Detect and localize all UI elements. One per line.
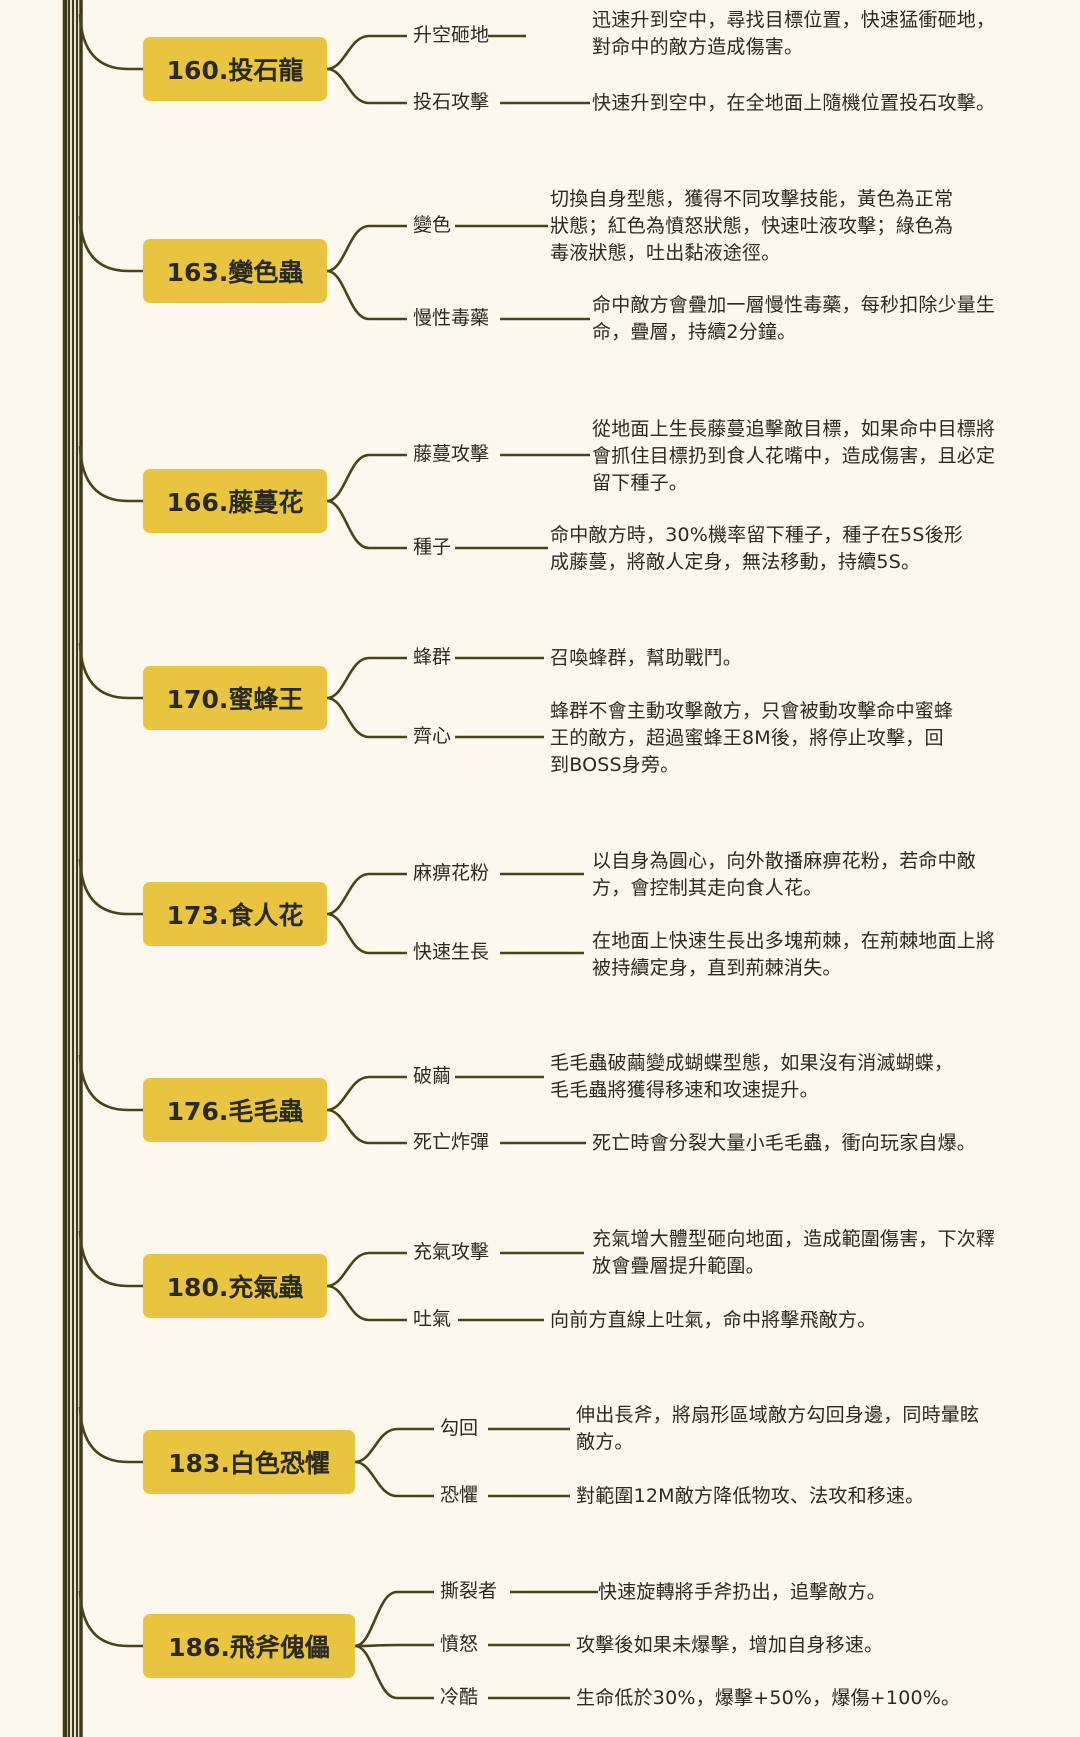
node-to-skill-connector <box>354 1590 434 1648</box>
skill-description: 命中敵方時，30%機率留下種子，種子在5S後形 成藤蔓，將敵人定身，無法移動，持… <box>550 524 963 573</box>
boss-node: 183.白色恐懼 <box>143 1430 355 1494</box>
skill-description: 死亡時會分裂大量小毛毛蟲，衝向玩家自爆。 <box>592 1132 977 1154</box>
skill-label: 慢性毒藥 <box>413 307 490 329</box>
node-to-skill-connector <box>354 1427 434 1464</box>
node-to-skill-connector <box>326 912 407 955</box>
trunk-to-node-connector <box>78 1230 143 1288</box>
node-to-skill-connector <box>326 1284 407 1322</box>
trunk-to-node-connector <box>78 642 143 700</box>
node-to-skill-connector <box>326 34 407 71</box>
node-to-skill-connector <box>326 1108 407 1145</box>
skill-label: 升空砸地 <box>413 24 490 46</box>
node-to-skill-connector <box>354 1644 434 1700</box>
skill-description: 快速升到空中，在全地面上隨機位置投石攻擊。 <box>592 92 996 114</box>
skill-description: 從地面上生長藤蔓追擊敵目標，如果命中目標將 會抓住目標扔到食人花嘴中，造成傷害，… <box>592 418 996 494</box>
boss-node: 180.充氣蟲 <box>143 1254 327 1318</box>
skill-label: 憤怒 <box>440 1633 479 1655</box>
skill-description: 向前方直線上吐氣，命中將擊飛敵方。 <box>550 1309 877 1331</box>
skill-label: 麻痹花粉 <box>413 862 490 884</box>
trunk-to-node-connector <box>78 1590 143 1648</box>
trunk-to-node-connector <box>78 445 143 503</box>
boss-node: 166.藤蔓花 <box>143 469 327 533</box>
skill-description: 在地面上快速生長出多塊荊棘，在荊棘地面上將 被持續定身，直到荊棘消失。 <box>592 930 996 979</box>
node-to-skill-connector <box>354 1460 434 1498</box>
skill-description: 對範圍12M敵方降低物攻、法攻和移速。 <box>576 1485 925 1507</box>
skill-label: 種子 <box>413 536 452 558</box>
node-to-skill-connector <box>326 1251 407 1288</box>
node-to-skill-connector <box>354 1643 434 1648</box>
trunk-to-node-connector <box>78 1406 143 1464</box>
skill-label: 變色 <box>413 214 452 236</box>
node-to-skill-connector <box>326 696 407 739</box>
skill-label: 吐氣 <box>413 1308 452 1330</box>
trunk-to-node-connector <box>78 1054 143 1112</box>
skill-label: 勾回 <box>440 1417 479 1439</box>
skill-label: 投石攻擊 <box>413 91 490 113</box>
boss-node: 176.毛毛蟲 <box>143 1078 327 1142</box>
boss-node: 170.蜜蜂王 <box>143 666 327 730</box>
skill-label: 冷酷 <box>440 1686 479 1708</box>
skill-description: 以自身為圓心，向外散播麻痹花粉，若命中敵 方，會控制其走向食人花。 <box>592 850 977 899</box>
node-to-skill-connector <box>326 872 407 916</box>
node-to-skill-connector <box>326 499 407 550</box>
node-to-skill-connector <box>326 453 407 503</box>
skill-description: 毛毛蟲破繭變成蝴蝶型態，如果沒有消滅蝴蝶， 毛毛蟲將獲得移速和攻速提升。 <box>550 1052 954 1101</box>
skill-description: 命中敵方會疊加一層慢性毒藥，每秒扣除少量生 命，疊層，持續2分鐘。 <box>592 294 996 343</box>
skill-description: 伸出長斧，將扇形區域敵方勾回身邊，同時暈眩 敵方。 <box>576 1404 980 1453</box>
skill-description: 切換自身型態，獲得不同攻擊技能，黃色為正常 狀態；紅色為憤怒狀態，快速吐液攻擊；… <box>550 188 954 264</box>
skill-description: 快速旋轉將手斧扔出，追擊敵方。 <box>598 1581 887 1603</box>
skill-description: 迅速升到空中，尋找目標位置，快速猛衝砸地， 對命中的敵方造成傷害。 <box>592 9 996 58</box>
trunk-to-node-connector <box>78 13 143 71</box>
skill-description: 蜂群不會主動攻擊敵方，只會被動攻擊命中蜜蜂 王的敵方，超過蜜蜂王8M後，將停止攻… <box>550 700 954 776</box>
skill-label: 恐懼 <box>440 1484 479 1506</box>
node-to-skill-connector <box>326 656 407 700</box>
skill-label: 死亡炸彈 <box>413 1131 490 1153</box>
node-to-skill-connector <box>326 224 407 273</box>
skill-description: 充氣增大體型砸向地面，造成範圍傷害，下次釋 放會疊層提升範圍。 <box>592 1228 996 1277</box>
node-to-skill-connector <box>326 269 407 321</box>
skill-label: 撕裂者 <box>440 1580 498 1602</box>
skill-label: 齊心 <box>413 725 452 747</box>
skill-label: 藤蔓攻擊 <box>413 443 490 465</box>
skill-label: 充氣攻擊 <box>413 1241 490 1263</box>
trunk-to-node-connector <box>78 215 143 273</box>
skill-description: 召喚蜂群，幫助戰鬥。 <box>550 647 743 669</box>
boss-node: 186.飛斧傀儡 <box>143 1614 355 1678</box>
node-to-skill-connector <box>326 67 407 105</box>
skill-label: 快速生長 <box>413 941 490 963</box>
boss-node: 160.投石龍 <box>143 37 327 101</box>
boss-node: 163.變色蟲 <box>143 239 327 303</box>
skill-description: 攻擊後如果未爆擊，增加自身移速。 <box>576 1634 884 1656</box>
node-to-skill-connector <box>326 1075 407 1112</box>
skill-label: 破繭 <box>413 1065 452 1087</box>
skill-label: 蜂群 <box>413 646 452 668</box>
skill-description: 生命低於30%，爆擊+50%，爆傷+100%。 <box>576 1687 961 1709</box>
boss-node: 173.食人花 <box>143 882 327 946</box>
trunk-to-node-connector <box>78 858 143 916</box>
